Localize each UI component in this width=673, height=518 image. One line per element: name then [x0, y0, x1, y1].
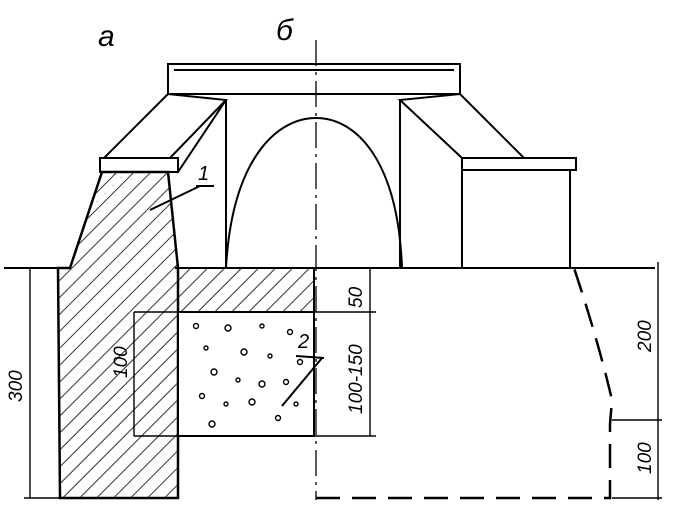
dim-100-150: 100-150 — [346, 344, 367, 414]
dashed-foundation-outline — [316, 267, 614, 500]
concrete-aggregate-dots — [192, 322, 304, 428]
dim-300: 300 — [6, 370, 27, 402]
view-label-a: а — [98, 20, 115, 53]
top-slab — [167, 63, 461, 95]
callout-2-label: 2 — [297, 331, 309, 353]
dim-100-right: 100 — [635, 442, 656, 474]
callout-1-leader — [149, 185, 201, 211]
sand-layer-hatched — [177, 267, 315, 313]
dim-50: 50 — [346, 286, 367, 308]
foundation-wall-hatched — [56, 170, 180, 500]
view-label-b: б — [276, 14, 294, 47]
dim-100-left: 100 — [111, 346, 132, 378]
arch-opening — [225, 116, 403, 269]
dim-200: 200 — [635, 320, 656, 353]
right-sloped-support — [397, 92, 527, 159]
dimension-lines — [24, 262, 662, 500]
concrete-layer — [177, 311, 315, 437]
callout-1-label: 1 — [198, 163, 209, 185]
callout-2-leader — [281, 357, 323, 407]
